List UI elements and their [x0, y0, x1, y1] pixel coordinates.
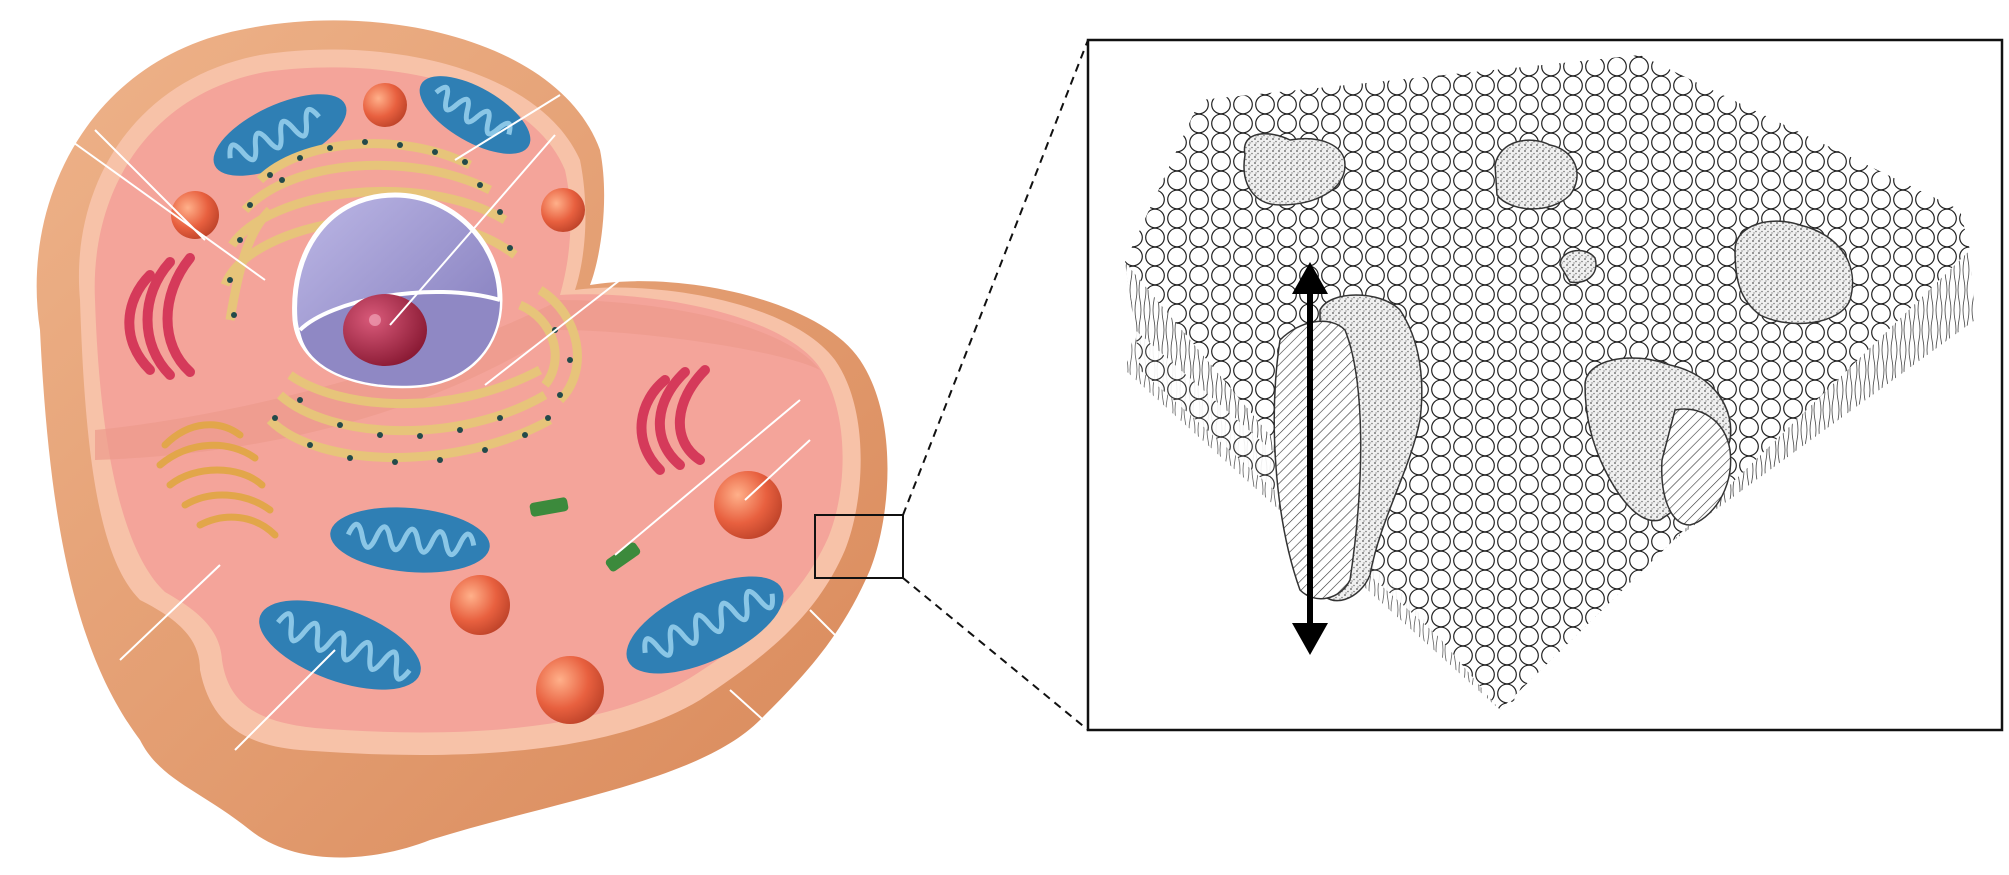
membrane-protein: [1495, 140, 1577, 209]
lysosome: [536, 656, 604, 724]
membrane-panel: [1088, 40, 2002, 730]
animal-cell-diagram: [37, 20, 903, 857]
lysosome: [450, 575, 510, 635]
lysosome: [363, 83, 407, 127]
lysosome: [714, 471, 782, 539]
nucleus: [295, 195, 500, 386]
nucleolus: [343, 294, 427, 366]
lysosome: [171, 191, 219, 239]
zoom-connector-lines: [903, 40, 1088, 730]
lysosome: [541, 188, 585, 232]
